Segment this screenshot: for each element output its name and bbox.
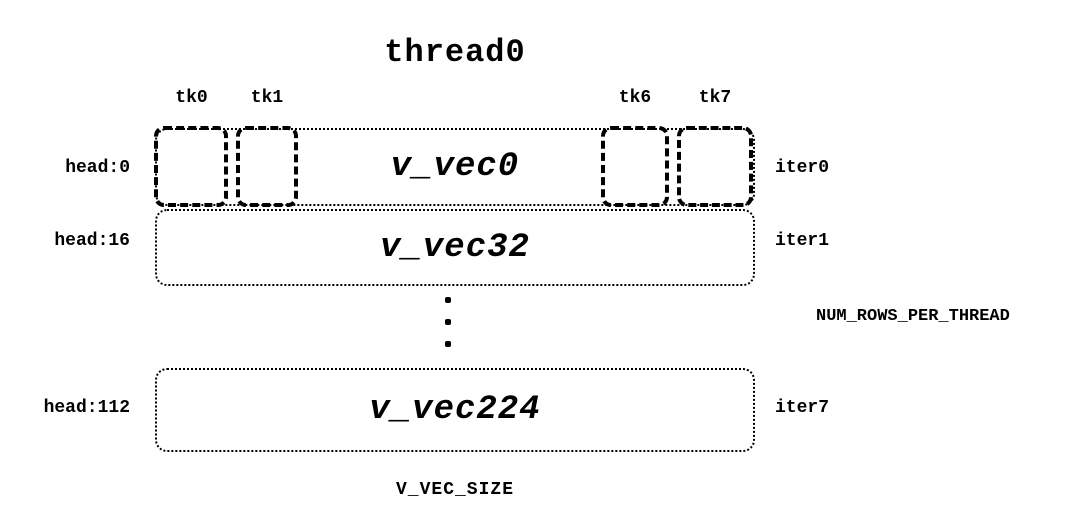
vec-row-1: v_vec32 <box>155 209 755 286</box>
iter-label-2: iter7 <box>775 398 830 418</box>
iter-label-0: iter0 <box>775 158 830 178</box>
iter-label-1: iter1 <box>775 231 830 251</box>
head-label-1: head:16 <box>54 231 130 251</box>
ellipsis-dot <box>445 319 451 325</box>
vec-row-2: v_vec224 <box>155 368 755 452</box>
tk6-label: tk6 <box>618 88 652 108</box>
ellipsis-dot <box>445 297 451 303</box>
diagram-title: thread0 <box>384 34 526 71</box>
tk1-cell-box <box>236 126 298 207</box>
tk7-cell-box <box>677 126 753 207</box>
vec-label-1: v_vec32 <box>380 228 530 267</box>
head-label-2: head:112 <box>43 398 130 418</box>
tk1-label: tk1 <box>250 88 284 108</box>
vec-label-2: v_vec224 <box>369 391 541 429</box>
vec-label-0: v_vec0 <box>390 148 520 186</box>
tk0-cell-box <box>154 126 228 207</box>
tk7-label: tk7 <box>698 88 732 108</box>
head-label-0: head:0 <box>65 158 130 178</box>
num-rows-per-thread-label: NUM_ROWS_PER_THREAD <box>816 307 1010 326</box>
tk6-cell-box <box>601 126 669 207</box>
tk0-label: tk0 <box>175 88 208 108</box>
v-vec-size-label: V_VEC_SIZE <box>395 480 515 500</box>
vertical-ellipsis <box>445 297 451 347</box>
ellipsis-dot <box>445 341 451 347</box>
